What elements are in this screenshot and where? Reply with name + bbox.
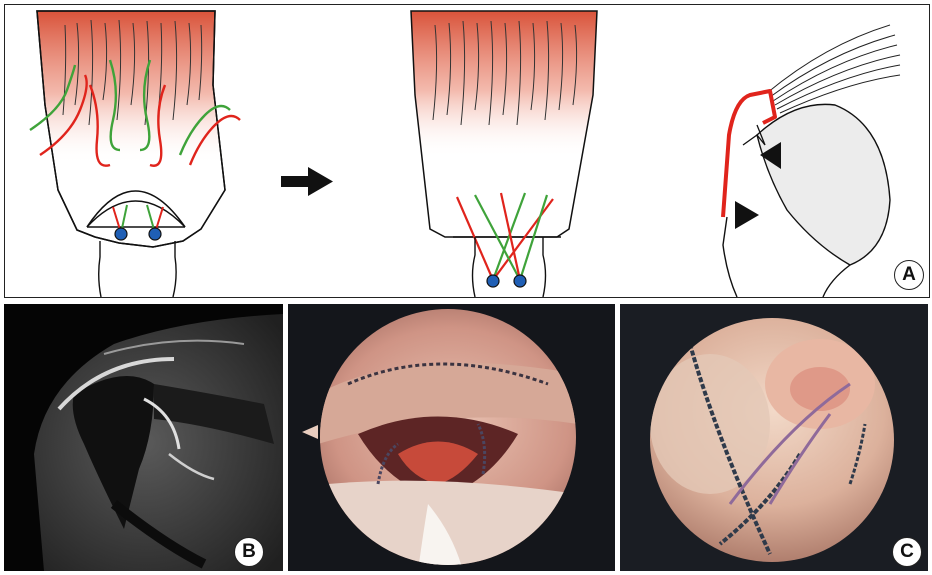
- panel-label-c: C: [892, 537, 922, 567]
- arthroscopic-view-2: [620, 304, 928, 571]
- diagram-before: [30, 11, 240, 297]
- diagram-panel-a: A: [4, 4, 930, 298]
- mri-scan: [4, 304, 283, 571]
- panel-label-a: A: [894, 260, 924, 290]
- arthroscopy-image-2: C: [620, 304, 928, 571]
- arrowhead-icon: [735, 201, 759, 229]
- repair-schematic: [5, 5, 929, 297]
- arthroscopy-image-1: [288, 304, 615, 571]
- right-arrow-icon: [281, 167, 333, 196]
- diagram-lateral: [723, 25, 900, 297]
- arthroscopic-view-1: [288, 304, 615, 571]
- panel-label-b: B: [234, 537, 264, 567]
- diagram-after: [411, 11, 597, 297]
- mri-image-panel: B: [4, 304, 283, 571]
